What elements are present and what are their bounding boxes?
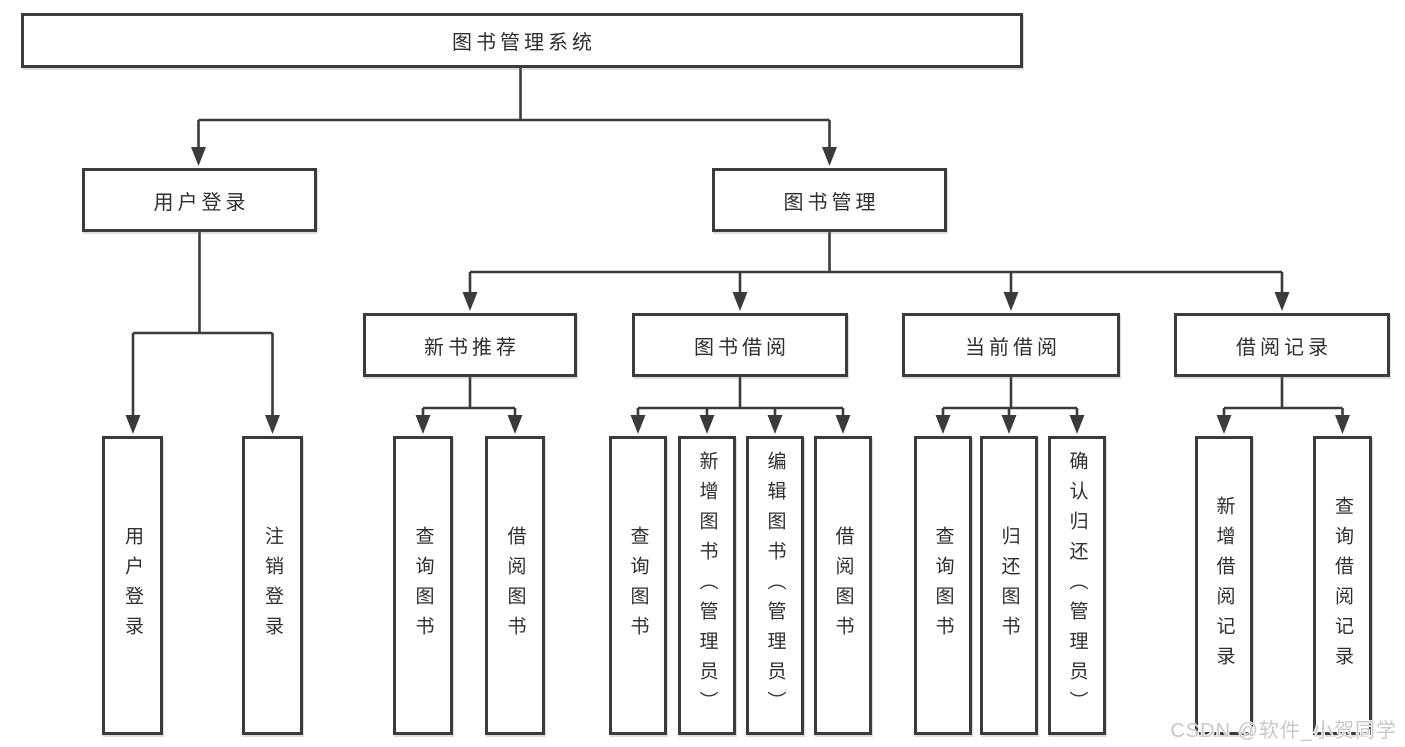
leaf-add-borrow-record: 新增借阅记录	[1195, 436, 1253, 735]
csdn-watermark: CSDN @软件_小贺同学	[1170, 720, 1397, 742]
leaf-query-book-1: 查询图书	[393, 436, 453, 735]
node-current-borrowing: 当前借阅	[902, 313, 1120, 377]
leaf-confirm-return-admin: 确认归还（管理员）	[1048, 436, 1106, 735]
leaf-query-book-2: 查询图书	[609, 436, 667, 735]
node-new-book-recommend: 新书推荐	[363, 313, 577, 377]
leaf-borrow-book-1: 借阅图书	[485, 436, 545, 735]
node-borrowing-records: 借阅记录	[1174, 313, 1390, 377]
leaf-query-book-3: 查询图书	[914, 436, 972, 735]
leaf-return-book: 归还图书	[980, 436, 1038, 735]
leaf-borrow-book-2: 借阅图书	[814, 436, 872, 735]
leaf-user-login: 用户登录	[102, 436, 163, 735]
arrowhead	[191, 147, 206, 166]
leaf-query-borrow-record: 查询借阅记录	[1313, 436, 1372, 735]
leaf-edit-book-admin: 编辑图书（管理员）	[746, 436, 804, 735]
leaf-add-book-admin: 新增图书（管理员）	[678, 436, 736, 735]
node-user-login-module: 用户登录	[82, 168, 317, 232]
leaf-logout: 注销登录	[242, 436, 303, 735]
node-book-borrowing: 图书借阅	[632, 313, 848, 377]
node-book-management-module: 图书管理	[712, 168, 947, 232]
node-library-management-system: 图书管理系统	[21, 13, 1023, 68]
